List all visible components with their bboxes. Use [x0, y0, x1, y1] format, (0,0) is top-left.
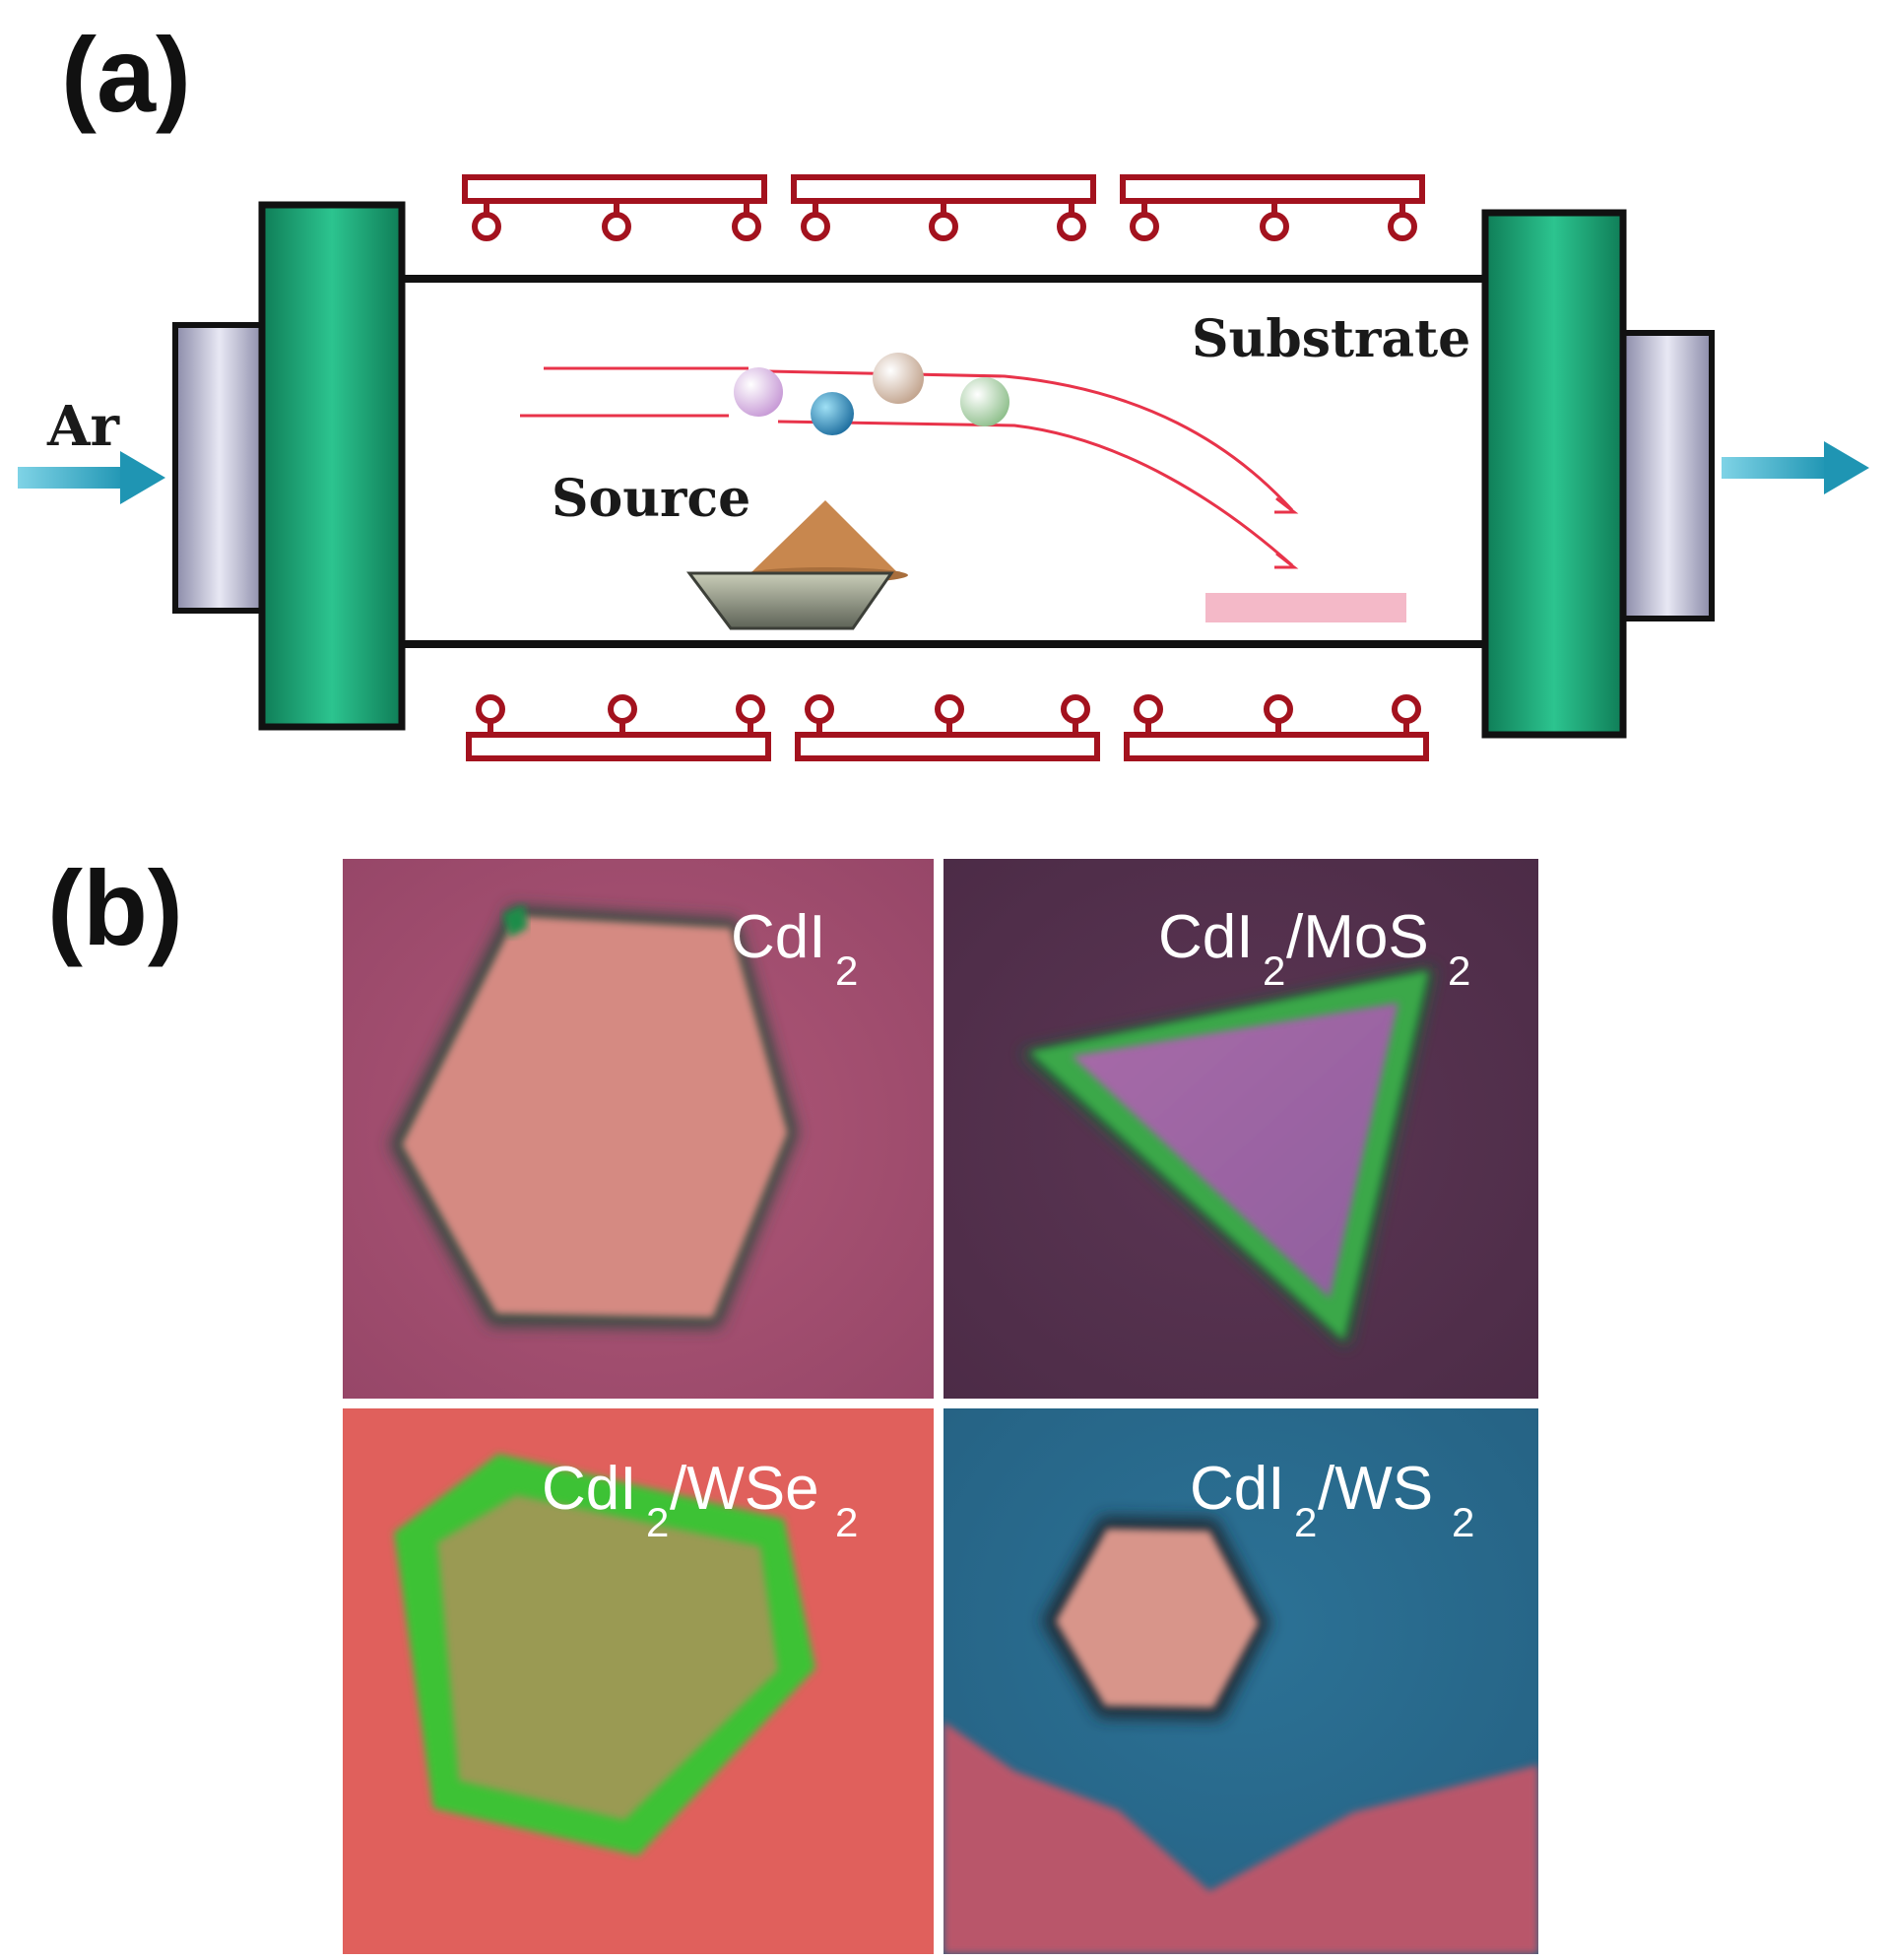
inlet-cap: [172, 322, 267, 614]
outlet-flange: [1481, 209, 1627, 739]
panel-b-label: (b): [47, 848, 183, 967]
outlet-cap: [1620, 330, 1715, 621]
substrate: [1205, 593, 1406, 622]
label-wse2-main: CdI: [542, 1455, 636, 1523]
gas-outlet-arrow-icon: [1722, 441, 1869, 494]
label-wse2-main2: /WSe: [670, 1455, 819, 1523]
label-ws2-sub2: 2: [1452, 1499, 1474, 1545]
heater-coils-top: [462, 174, 1425, 241]
label-mos2-sub2: 2: [1448, 947, 1470, 994]
gas-inlet-arrow-icon: [18, 451, 165, 504]
micrograph-grid: CdI 2 CdI 2 /MoS 2 CdI 2 /WSe: [341, 857, 1540, 1954]
label-ws2-main2: /WS: [1318, 1455, 1433, 1523]
label-mos2-sub: 2: [1263, 947, 1285, 994]
heater-coils-bottom: [466, 694, 1429, 761]
label-mos2-main: CdI: [1158, 903, 1253, 971]
molecule-tan: [873, 353, 924, 404]
molecule-green: [960, 377, 1009, 426]
source-label: Source: [552, 469, 750, 529]
label-wse2-sub2: 2: [835, 1499, 858, 1545]
inlet-flange: [258, 201, 406, 731]
source-boat: [686, 500, 908, 630]
panel-a-label: (a): [61, 15, 191, 134]
molecule-blue: [811, 392, 854, 435]
gas-in-label: Ar: [46, 394, 120, 459]
micrograph-cdi2-ws2: CdI 2 /WS 2: [944, 1408, 1538, 1954]
vapor-molecules: [734, 353, 1009, 435]
label-cdi2-main: CdI: [731, 903, 825, 971]
cvd-schematic: Ar Source Substrate: [18, 174, 1869, 761]
micrograph-cdi2-mos2: CdI 2 /MoS 2: [944, 859, 1538, 1399]
vapor-flow-lines: [520, 366, 1299, 569]
molecule-pink: [734, 367, 783, 417]
quartz-tube: [399, 275, 1482, 648]
label-wse2-sub: 2: [646, 1499, 669, 1545]
label-ws2-main: CdI: [1190, 1455, 1284, 1523]
micrograph-cdi2: CdI 2: [343, 859, 934, 1399]
micrograph-cdi2-wse2: CdI 2 /WSe 2: [343, 1408, 934, 1954]
label-cdi2-sub: 2: [835, 947, 858, 994]
substrate-label: Substrate: [1192, 309, 1470, 369]
label-mos2-main2: /MoS: [1286, 903, 1429, 971]
label-ws2-sub: 2: [1294, 1499, 1317, 1545]
